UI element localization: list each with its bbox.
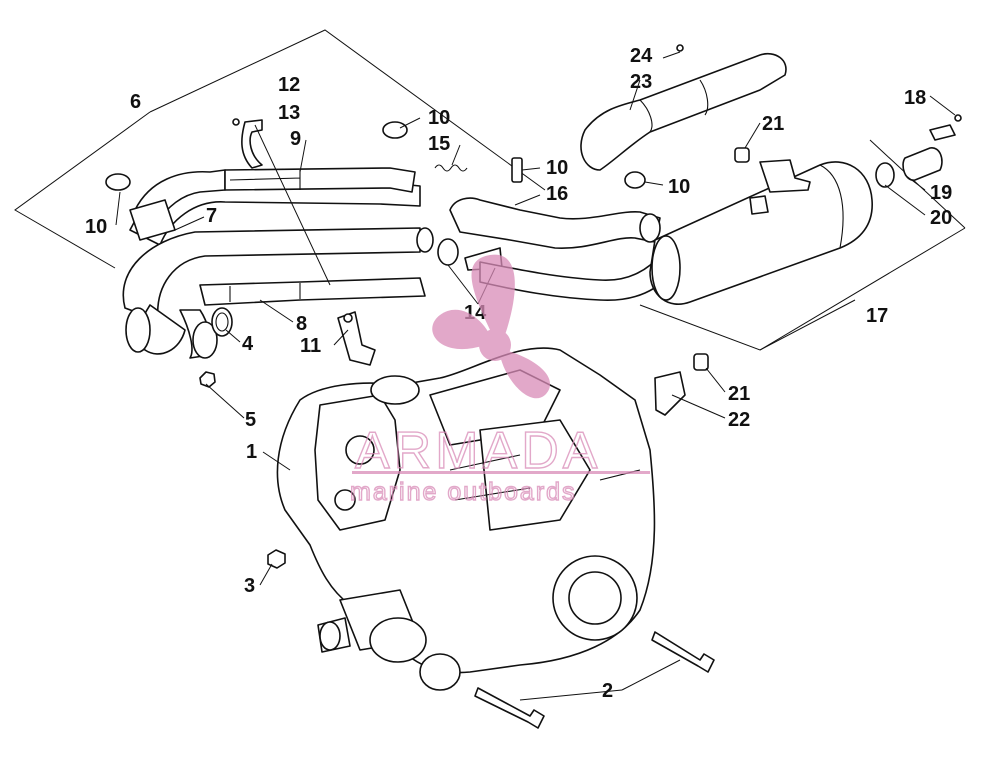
- spark-arrestor: [875, 114, 962, 188]
- bracket-11: [337, 311, 376, 366]
- nut-5: [199, 371, 216, 388]
- gasket-4: [211, 307, 233, 337]
- muffler-heat-shield: [580, 44, 787, 171]
- armada-watermark: ARMADA marine outboards: [349, 254, 650, 507]
- callout-23: 23: [630, 71, 652, 93]
- clamp-set: [105, 121, 646, 191]
- propeller-logo-icon: [432, 254, 551, 399]
- callout-11: 11: [300, 335, 321, 357]
- group-bracket-6: [14, 29, 546, 269]
- watermark-rule: [352, 471, 650, 474]
- leader-lines: [115, 51, 956, 701]
- callout-10-mid: 10: [546, 157, 568, 179]
- callout-labels: 1 2 3 4 5 6 7 8 9 10 10 10 10 11 12 13 1…: [85, 45, 952, 702]
- watermark-subtitle: marine outboards: [350, 478, 577, 506]
- callout-12: 12: [278, 74, 300, 96]
- callout-10-right: 10: [668, 176, 690, 198]
- callout-10-left: 10: [85, 216, 107, 238]
- mid-pipe: [449, 197, 676, 301]
- watermark-title: ARMADA: [355, 422, 601, 480]
- heat-shield-lower: [199, 277, 426, 306]
- callout-15: 15: [428, 133, 450, 155]
- muffler: [649, 161, 873, 305]
- hardware-12-13: [232, 118, 331, 286]
- callout-17: 17: [866, 305, 888, 327]
- callout-7: 7: [206, 205, 217, 227]
- callout-10-top: 10: [428, 107, 450, 129]
- callout-9: 9: [290, 128, 301, 150]
- callout-3: 3: [244, 575, 255, 597]
- callout-20: 20: [930, 207, 952, 229]
- callout-24: 24: [630, 45, 653, 67]
- callout-21-top: 21: [762, 113, 784, 135]
- callout-18: 18: [904, 87, 926, 109]
- callout-5: 5: [245, 409, 256, 431]
- callout-22: 22: [728, 409, 750, 431]
- callout-1: 1: [246, 441, 257, 463]
- nut-3: [267, 549, 286, 569]
- callout-13: 13: [278, 102, 300, 124]
- callout-21-bottom: 21: [728, 383, 750, 405]
- front-exhaust-pipe: [122, 175, 421, 359]
- callout-2: 2: [602, 680, 613, 702]
- engine-assembly: [276, 347, 656, 691]
- callout-8: 8: [296, 313, 307, 335]
- callout-6: 6: [130, 91, 141, 113]
- spring-15: [434, 164, 468, 172]
- callout-16: 16: [546, 183, 568, 205]
- bolts-2: [474, 631, 715, 729]
- callout-4: 4: [242, 333, 254, 355]
- callout-19: 19: [930, 182, 952, 204]
- grommets-21: [654, 147, 811, 416]
